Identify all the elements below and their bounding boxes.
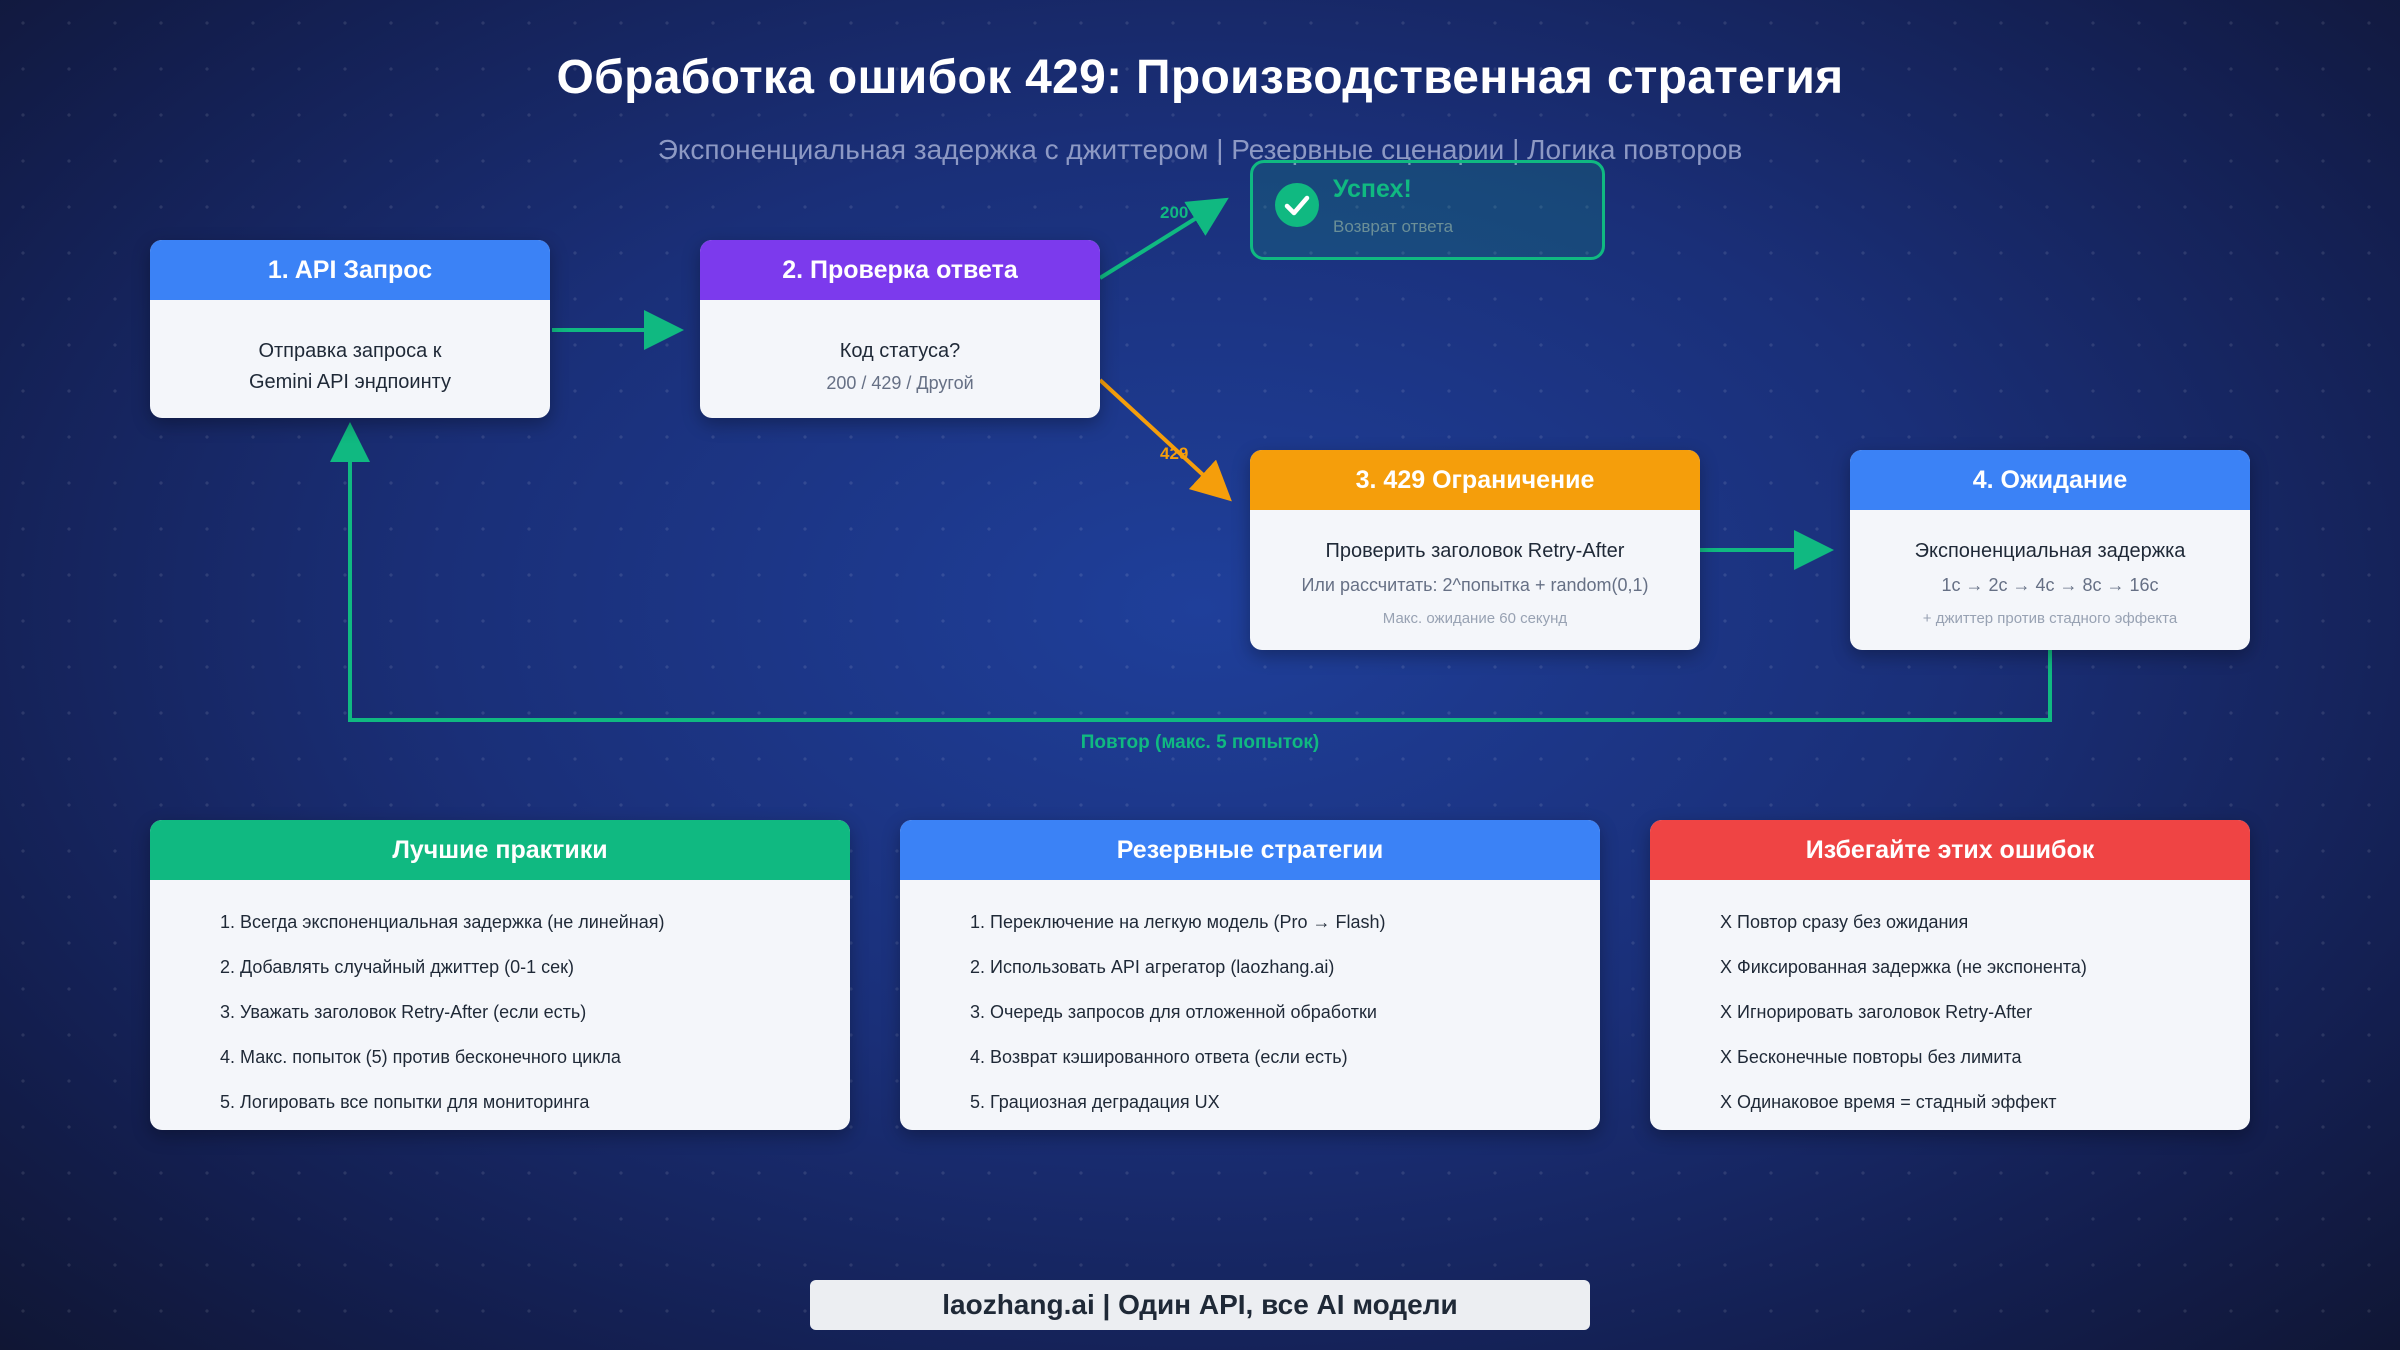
node-response-check-line2: 200 / 429 / Другой bbox=[826, 373, 974, 393]
page-subtitle: Экспоненциальная задержка с джиттером | … bbox=[657, 134, 1743, 165]
list-item: X Фиксированная задержка (не экспонента) bbox=[1720, 957, 2087, 977]
node-wait: 4. Ожидание Экспоненциальная задержка 1с… bbox=[1850, 450, 2250, 650]
node-rate-limit: 3. 429 Ограничение Проверить заголовок R… bbox=[1250, 450, 1700, 650]
list-item: X Бесконечные повторы без лимита bbox=[1720, 1047, 2022, 1067]
node-success-subtitle: Возврат ответа bbox=[1333, 217, 1454, 236]
list-item: X Игнорировать заголовок Retry-After bbox=[1720, 1002, 2033, 1022]
edge-label-200: 200 bbox=[1160, 203, 1189, 222]
list-item: 5. Грациозная деградация UX bbox=[970, 1092, 1220, 1112]
node-rate-limit-header: 3. 429 Ограничение bbox=[1250, 450, 1700, 510]
panel-avoid-mistakes: Избегайте этих ошибок X Повтор сразу без… bbox=[1650, 820, 2250, 1130]
node-rate-limit-line2: Или рассчитать: 2^попытка + random(0,1) bbox=[1301, 575, 1649, 595]
node-api-request: 1. API Запрос Отправка запроса к Gemini … bbox=[150, 240, 550, 418]
list-item: 3. Очередь запросов для отложенной обраб… bbox=[970, 1002, 1377, 1022]
node-wait-line1: Экспоненциальная задержка bbox=[1914, 540, 2186, 562]
panel-best-practices: Лучшие практики 1. Всегда экспоненциальн… bbox=[150, 820, 850, 1130]
panel-best-practices-list: 1. Всегда экспоненциальная задержка (не … bbox=[150, 880, 850, 1130]
list-item: 5. Логировать все попытки для мониторинг… bbox=[220, 1092, 590, 1112]
panel-best-practices-header: Лучшие практики bbox=[150, 820, 850, 880]
edge-label-429: 429 bbox=[1160, 444, 1189, 463]
node-rate-limit-line1: Проверить заголовок Retry-After bbox=[1325, 540, 1625, 562]
panel-fallback-strategies-header: Резервные стратегии bbox=[900, 820, 1600, 880]
panel-fallback-strategies: Резервные стратегии 1. Переключение на л… bbox=[900, 820, 1600, 1130]
node-rate-limit-line3: Макс. ожидание 60 секунд bbox=[1382, 610, 1568, 627]
node-success-title: Успех! bbox=[1333, 175, 1412, 203]
list-item: X Одинаковое время = стадный эффект bbox=[1720, 1092, 2057, 1112]
list-item: 4. Макс. попыток (5) против бесконечного… bbox=[220, 1047, 621, 1067]
check-icon bbox=[1275, 183, 1319, 227]
list-item: 1. Переключение на легкую модель (Pro → … bbox=[970, 912, 1386, 932]
footer-brand-bar: laozhang.ai | Один API, все AI модели bbox=[810, 1280, 1590, 1330]
panel-fallback-strategies-list: 1. Переключение на легкую модель (Pro → … bbox=[900, 880, 1600, 1130]
node-api-request-line1: Отправка запроса к bbox=[258, 340, 442, 362]
arrow-check-to-success bbox=[1098, 197, 1229, 280]
list-item: 2. Использовать API агрегатор (laozhang.… bbox=[970, 957, 1335, 977]
node-response-check: 2. Проверка ответа Код статуса? 200 / 42… bbox=[700, 240, 1100, 418]
node-success: Успех! Возврат ответа bbox=[1250, 160, 1605, 260]
node-wait-line3: + джиттер против стадного эффекта bbox=[1922, 610, 2178, 627]
panel-avoid-mistakes-list: X Повтор сразу без ожидания X Фиксирован… bbox=[1650, 880, 2250, 1130]
list-item: X Повтор сразу без ожидания bbox=[1720, 912, 1969, 932]
node-api-request-header: 1. API Запрос bbox=[150, 240, 550, 300]
node-wait-line2: 1с → 2с → 4с → 8с → 16с bbox=[1941, 575, 2159, 595]
list-item: 1. Всегда экспоненциальная задержка (не … bbox=[220, 912, 665, 932]
node-api-request-line2: Gemini API эндпоинту bbox=[248, 371, 452, 393]
node-response-check-line1: Код статуса? bbox=[839, 340, 961, 362]
list-item: 3. Уважать заголовок Retry-After (если е… bbox=[220, 1002, 587, 1022]
list-item: 4. Возврат кэшированного ответа (если ес… bbox=[970, 1047, 1348, 1067]
panel-avoid-mistakes-header: Избегайте этих ошибок bbox=[1650, 820, 2250, 880]
node-response-check-header: 2. Проверка ответа bbox=[700, 240, 1100, 300]
node-wait-header: 4. Ожидание bbox=[1850, 450, 2250, 510]
page-title: Обработка ошибок 429: Производственная с… bbox=[556, 51, 1844, 104]
list-item: 2. Добавлять случайный джиттер (0-1 сек) bbox=[220, 957, 575, 977]
retry-loop-label: Повтор (макс. 5 попыток) bbox=[1080, 732, 1320, 753]
arrow-check-to-limit bbox=[1098, 378, 1232, 502]
retry-loop-arrow bbox=[330, 422, 2052, 722]
